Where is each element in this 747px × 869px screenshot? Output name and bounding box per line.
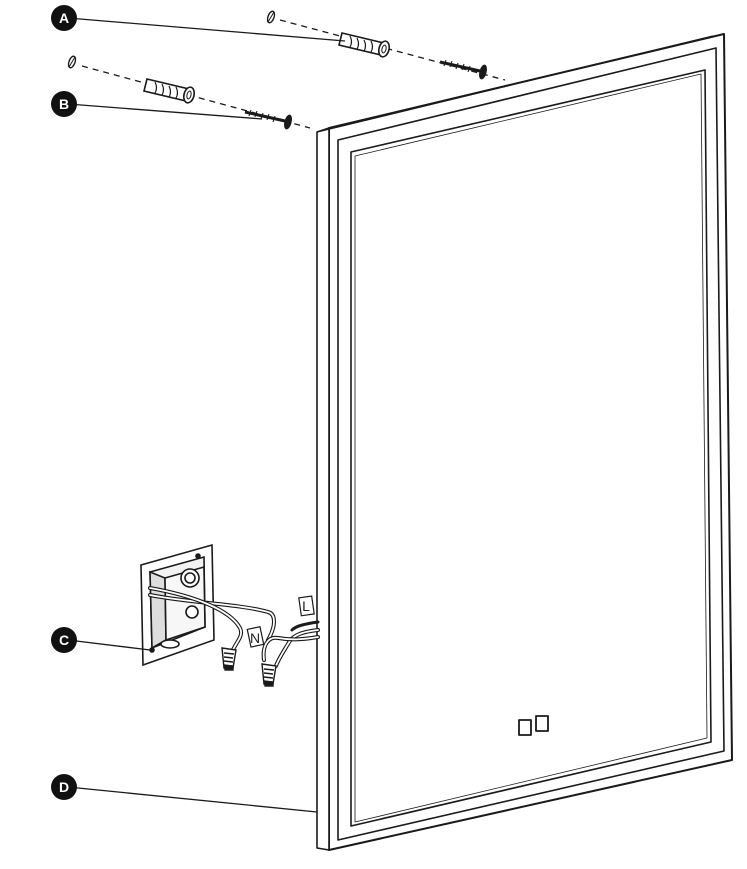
callout-c: C bbox=[51, 627, 151, 653]
callout-d: D bbox=[51, 774, 318, 813]
wiring bbox=[148, 586, 320, 668]
upper-screw-icon bbox=[439, 59, 487, 80]
callout-b-label: B bbox=[59, 96, 69, 112]
callout-a-label: A bbox=[59, 10, 69, 26]
upper-wall-anchor-icon bbox=[338, 32, 391, 58]
touch-button-left-icon bbox=[518, 719, 532, 736]
wire-tag-live-label: L bbox=[302, 598, 310, 614]
wire-tag-neutral-label: N bbox=[250, 630, 260, 646]
lower-wall-anchor-icon bbox=[143, 78, 196, 104]
callout-d-label: D bbox=[59, 779, 69, 795]
callout-a-badge bbox=[51, 5, 77, 31]
callout-b: B bbox=[51, 91, 263, 120]
lower-fastener-set bbox=[67, 55, 311, 130]
touch-button-right-icon bbox=[535, 715, 549, 732]
mirror bbox=[316, 33, 733, 851]
callout-c-label: C bbox=[59, 632, 69, 648]
mirror-glass-inner bbox=[354, 73, 708, 823]
lower-screw-icon bbox=[244, 109, 292, 130]
wire-tag-neutral: N bbox=[246, 626, 265, 648]
upper-fastener-set bbox=[266, 10, 506, 81]
callout-a: A bbox=[51, 5, 346, 42]
wire-tag-live: L bbox=[298, 595, 315, 617]
callout-c-badge bbox=[51, 627, 77, 653]
wire-connectors bbox=[221, 647, 277, 687]
mirror-glass bbox=[350, 69, 712, 827]
callout-d-badge bbox=[51, 774, 77, 800]
mirror-frame-side bbox=[316, 127, 330, 851]
lower-wall-hole-icon bbox=[67, 55, 77, 69]
wire-nut-left-icon bbox=[221, 647, 237, 671]
mirror-inner-frame bbox=[337, 47, 725, 841]
callout-b-badge bbox=[51, 91, 77, 117]
wire-nut-right-icon bbox=[261, 663, 277, 687]
upper-wall-hole-icon bbox=[266, 10, 276, 24]
junction-box bbox=[140, 543, 215, 667]
